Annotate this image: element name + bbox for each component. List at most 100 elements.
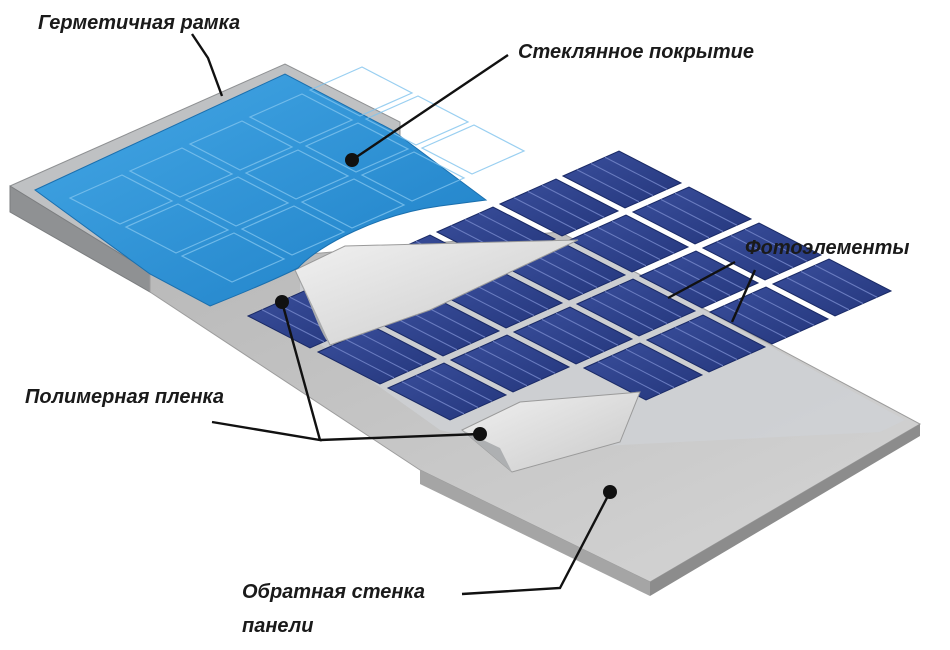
dot-back — [603, 485, 617, 499]
cell-busbar — [590, 297, 654, 331]
cell-busbar — [527, 325, 591, 359]
cell-busbar — [674, 327, 738, 360]
glass-cover — [34, 66, 526, 307]
cell-busbar — [485, 276, 549, 310]
leader-dots — [275, 153, 617, 499]
label-photocells: Фотоэлементы — [745, 237, 910, 259]
cell-busbar — [730, 235, 794, 268]
dot-film-lower — [473, 427, 487, 441]
cell-busbar — [646, 205, 710, 239]
cell-busbar — [597, 227, 661, 260]
cell-busbar — [660, 333, 724, 367]
glass-cell-outline — [364, 95, 470, 146]
cell-busbar — [534, 255, 598, 288]
cell-busbar — [492, 340, 556, 374]
cell-busbar — [618, 284, 682, 318]
leader-lines — [191, 33, 757, 596]
film-peel-lower — [461, 391, 641, 473]
cell-busbar — [744, 228, 808, 262]
cell-busbar — [541, 184, 605, 218]
label-sealed-frame: Герметичная рамка — [38, 12, 241, 34]
back-sheet-front-face — [420, 470, 650, 596]
cell-busbar — [611, 220, 675, 254]
glass-cell-outline — [68, 174, 174, 225]
cell-busbar — [527, 191, 591, 224]
cell-busbar — [674, 192, 738, 226]
cell-busbar — [464, 353, 528, 387]
cell-busbar — [583, 233, 647, 267]
cell-busbar — [625, 348, 689, 382]
glass-cell-outline — [420, 124, 526, 175]
cell-busbar — [800, 271, 864, 304]
cell-busbar — [457, 289, 521, 323]
cell-busbar — [814, 264, 878, 298]
cell-busbar — [667, 263, 731, 296]
leader-cells-b — [730, 269, 757, 323]
cell-busbar — [394, 317, 458, 351]
cell-busbar — [408, 311, 472, 344]
glass-cell-outline — [240, 205, 346, 256]
cell-busbar — [660, 199, 724, 232]
cell-busbar — [359, 332, 423, 366]
cell-busbar — [331, 345, 395, 379]
cell-busbar — [548, 248, 612, 282]
cell-busbar — [478, 212, 542, 246]
cell-busbar — [513, 197, 577, 231]
glass-cell-outline — [308, 66, 414, 117]
film-peel-lower-fold — [462, 430, 512, 472]
glass-cell-outline — [304, 122, 410, 173]
cell-busbar — [611, 355, 675, 388]
leader-glass — [351, 54, 509, 161]
film-peel-upper-curl — [295, 270, 330, 345]
leader-back — [461, 491, 612, 596]
glass-cover-surface — [34, 73, 488, 307]
cell-busbar — [520, 261, 584, 295]
cell-busbar — [590, 163, 654, 196]
cell-busbar — [541, 319, 605, 352]
film-peel-upper — [294, 239, 579, 346]
cell-busbar — [422, 304, 486, 338]
cell-busbar — [555, 312, 619, 346]
glass-cell-outline — [244, 149, 350, 200]
cell-busbar — [415, 375, 479, 408]
label-glass-cover: Стеклянное покрытие — [518, 41, 754, 63]
cell-busbar — [786, 277, 850, 311]
glass-cell-outline — [188, 120, 294, 171]
cell-busbar — [653, 269, 717, 303]
cell-busbar — [401, 381, 465, 415]
label-back-wall-line2: панели — [242, 615, 314, 637]
cell-busbar — [345, 339, 409, 372]
glass-cell-outline — [248, 93, 354, 144]
glass-cell-outline — [184, 176, 290, 227]
cell-busbar — [576, 169, 640, 203]
glass-cell-outline — [124, 203, 230, 254]
leader-cells-a — [667, 260, 736, 300]
glass-cell-outline — [180, 232, 286, 283]
glass-cell-outline — [360, 151, 466, 202]
dot-glass — [345, 153, 359, 167]
cell-busbar — [688, 320, 752, 354]
cell-busbar — [261, 309, 325, 343]
cell-busbar — [471, 283, 535, 316]
cell-busbar — [604, 156, 668, 190]
cell-busbar — [737, 299, 801, 332]
cell-busbar — [716, 241, 780, 275]
label-back-wall-line1: Обратная стенка — [242, 581, 425, 603]
cell-busbar — [597, 361, 661, 395]
back-sheet-side-face — [650, 424, 920, 596]
dot-film-upper — [275, 295, 289, 309]
cell-busbar — [429, 368, 493, 402]
glass-cell-outline — [300, 178, 406, 229]
cell-busbar — [604, 291, 668, 324]
film-peel-lower-face — [461, 391, 641, 473]
cell-busbar — [751, 292, 815, 326]
cell-busbar — [478, 347, 542, 380]
glass-cell-pattern — [68, 66, 526, 283]
leader-frame — [191, 33, 224, 97]
leader-film-b — [319, 432, 481, 442]
label-polymer-film: Полимерная пленка — [25, 386, 225, 408]
cell-busbar — [723, 305, 787, 339]
glass-cell-outline — [128, 147, 234, 198]
